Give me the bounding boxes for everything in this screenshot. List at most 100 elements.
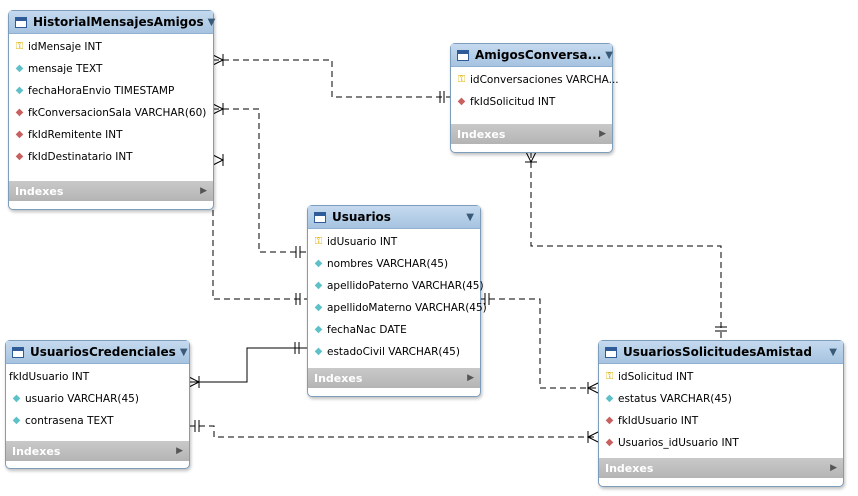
column-row[interactable]: ◆ estadoCivil VARCHAR(45)	[308, 341, 480, 363]
foreign-key-icon: ◆	[15, 129, 24, 140]
table-usuarios-solicitudes-amistad[interactable]: UsuariosSolicitudesAmistad ▼ ⚿ idSolicitu…	[598, 340, 844, 487]
column-label: apellidoMaterno VARCHAR(45)	[327, 302, 487, 314]
column-label: estatus VARCHAR(45)	[618, 393, 732, 405]
column-row[interactable]: ⚿ idMensaje INT	[9, 36, 213, 58]
attribute-icon: ◆	[314, 346, 323, 357]
attribute-icon: ◆	[15, 63, 24, 74]
column-row[interactable]: fkIdUsuario INT	[6, 366, 189, 388]
column-row[interactable]: ◆ estatus VARCHAR(45)	[599, 388, 843, 410]
table-usuarios-credenciales[interactable]: UsuariosCredenciales ▼ fkIdUsuario INT ◆…	[5, 340, 190, 469]
foreign-key-icon: ◆	[457, 96, 466, 107]
indexes-label: Indexes	[314, 371, 363, 385]
table-title: UsuariosCredenciales	[30, 345, 176, 359]
collapse-arrow-icon[interactable]: ▼	[466, 211, 474, 223]
column-row[interactable]: ◆ contrasena TEXT	[6, 410, 189, 432]
key-icon: ⚿	[314, 236, 323, 247]
column-label: mensaje TEXT	[28, 63, 103, 75]
collapse-arrow-icon[interactable]: ▼	[605, 49, 613, 61]
expand-arrow-icon[interactable]: ▶	[599, 129, 606, 139]
expand-arrow-icon[interactable]: ▶	[176, 446, 183, 456]
column-label: usuario VARCHAR(45)	[25, 393, 139, 405]
table-icon	[314, 211, 326, 223]
key-icon: ⚿	[457, 74, 466, 85]
indexes-footer[interactable]: Indexes ▶	[308, 368, 480, 388]
indexes-label: Indexes	[12, 444, 61, 458]
foreign-key-icon: ◆	[605, 415, 614, 426]
indexes-footer[interactable]: Indexes ▶	[9, 181, 213, 201]
attribute-icon: ◆	[314, 324, 323, 335]
key-icon: ⚿	[15, 41, 24, 52]
column-label: fkIdUsuario INT	[618, 415, 699, 427]
expand-arrow-icon[interactable]: ▶	[830, 463, 837, 473]
indexes-footer[interactable]: Indexes ▶	[451, 124, 612, 144]
rel-credenciales-solicitudes	[189, 425, 598, 438]
foreign-key-icon: ◆	[15, 151, 24, 162]
column-label: idSolicitud INT	[618, 371, 694, 383]
table-header[interactable]: UsuariosSolicitudesAmistad ▼	[599, 341, 843, 364]
column-label: contrasena TEXT	[25, 415, 114, 427]
expand-arrow-icon[interactable]: ▶	[200, 186, 207, 196]
column-row[interactable]: ◆ Usuarios_idUsuario INT	[599, 432, 843, 454]
column-row[interactable]: ◆ apellidoPaterno VARCHAR(45)	[308, 275, 484, 297]
collapse-arrow-icon[interactable]: ▼	[207, 16, 216, 28]
column-row[interactable]: ◆nombres VARCHAR(45)	[308, 253, 480, 275]
foreign-key-icon: ◆	[605, 437, 614, 448]
table-title: Usuarios	[332, 210, 391, 224]
expand-arrow-icon[interactable]: ▶	[467, 373, 474, 383]
column-label: fkConversacionSala VARCHAR(60)	[28, 107, 207, 119]
key-icon: ⚿	[605, 371, 614, 382]
collapse-arrow-icon[interactable]: ▼	[179, 346, 188, 358]
column-row[interactable]: ⚿ idSolicitud INT	[599, 366, 843, 388]
column-label: Usuarios_idUsuario INT	[618, 437, 739, 449]
column-row[interactable]: ◆ apellidoMaterno VARCHAR(45)	[308, 297, 487, 319]
column-row[interactable]: ◆ fkIdDestinatario INT	[9, 146, 213, 168]
indexes-label: Indexes	[15, 184, 64, 198]
column-label: fechaNac DATE	[327, 324, 407, 336]
indexes-footer[interactable]: Indexes ▶	[6, 441, 189, 461]
column-row[interactable]: ◆fkConversacionSala VARCHAR(60)	[9, 102, 213, 124]
column-row[interactable]: ◆ fkIdSolicitud INT	[451, 91, 612, 113]
table-historial-mensajes-amigos[interactable]: HistorialMensajesAmigos ▼ ⚿ idMensaje INT…	[8, 10, 216, 210]
table-icon	[605, 346, 617, 358]
column-row[interactable]: ◆ usuario VARCHAR(45)	[6, 388, 189, 410]
table-icon	[12, 346, 24, 358]
column-label: fkIdSolicitud INT	[470, 96, 556, 108]
column-label: fkIdUsuario INT	[9, 371, 90, 383]
column-row[interactable]: ◆ fechaNac DATE	[308, 319, 480, 341]
table-header[interactable]: Usuarios ▼	[308, 206, 480, 229]
table-header[interactable]: UsuariosCredenciales ▼	[6, 341, 189, 364]
table-title: AmigosConversa...	[475, 48, 602, 62]
table-amigos-conversaciones[interactable]: AmigosConversa... ▼ ⚿ idConversaciones VA…	[450, 43, 619, 153]
column-label: idMensaje INT	[28, 41, 102, 53]
table-usuarios[interactable]: Usuarios ▼ ⚿ idUsuario INT ◆nombres VARCH…	[307, 205, 487, 397]
attribute-icon: ◆	[314, 280, 323, 291]
column-row[interactable]: ◆fkIdRemitente INT	[9, 124, 213, 146]
table-header[interactable]: HistorialMensajesAmigos ▼	[9, 11, 216, 34]
rel-historial-usuarios-remitente	[213, 108, 307, 253]
table-title: UsuariosSolicitudesAmistad	[623, 345, 812, 359]
column-row[interactable]: ⚿ idUsuario INT	[308, 231, 480, 253]
attribute-icon: ◆	[605, 393, 614, 404]
attribute-icon: ◆	[12, 393, 21, 404]
attribute-icon: ◆	[12, 415, 21, 426]
attribute-icon: ◆	[314, 302, 323, 313]
column-row[interactable]: ◆ fkIdUsuario INT	[599, 410, 843, 432]
table-icon	[15, 16, 27, 28]
rel-historial-amigos	[213, 59, 450, 98]
column-label: estadoCivil VARCHAR(45)	[327, 346, 460, 358]
column-row[interactable]: ◆fechaHoraEnvio TIMESTAMP	[9, 80, 213, 102]
column-label: idConversaciones VARCHA...	[470, 74, 619, 86]
column-label: fkIdDestinatario INT	[28, 151, 133, 163]
column-label: apellidoPaterno VARCHAR(45)	[327, 280, 484, 292]
attribute-icon: ◆	[314, 258, 323, 269]
column-row[interactable]: ⚿ idConversaciones VARCHA...	[451, 69, 619, 91]
rel-usuarios-solicitudes	[479, 298, 598, 389]
collapse-arrow-icon[interactable]: ▼	[829, 346, 837, 358]
indexes-footer[interactable]: Indexes ▶	[599, 458, 843, 478]
column-label: fechaHoraEnvio TIMESTAMP	[28, 85, 175, 97]
table-header[interactable]: AmigosConversa... ▼	[451, 44, 613, 67]
column-label: idUsuario INT	[327, 236, 398, 248]
column-row[interactable]: ◆ mensaje TEXT	[9, 58, 213, 80]
